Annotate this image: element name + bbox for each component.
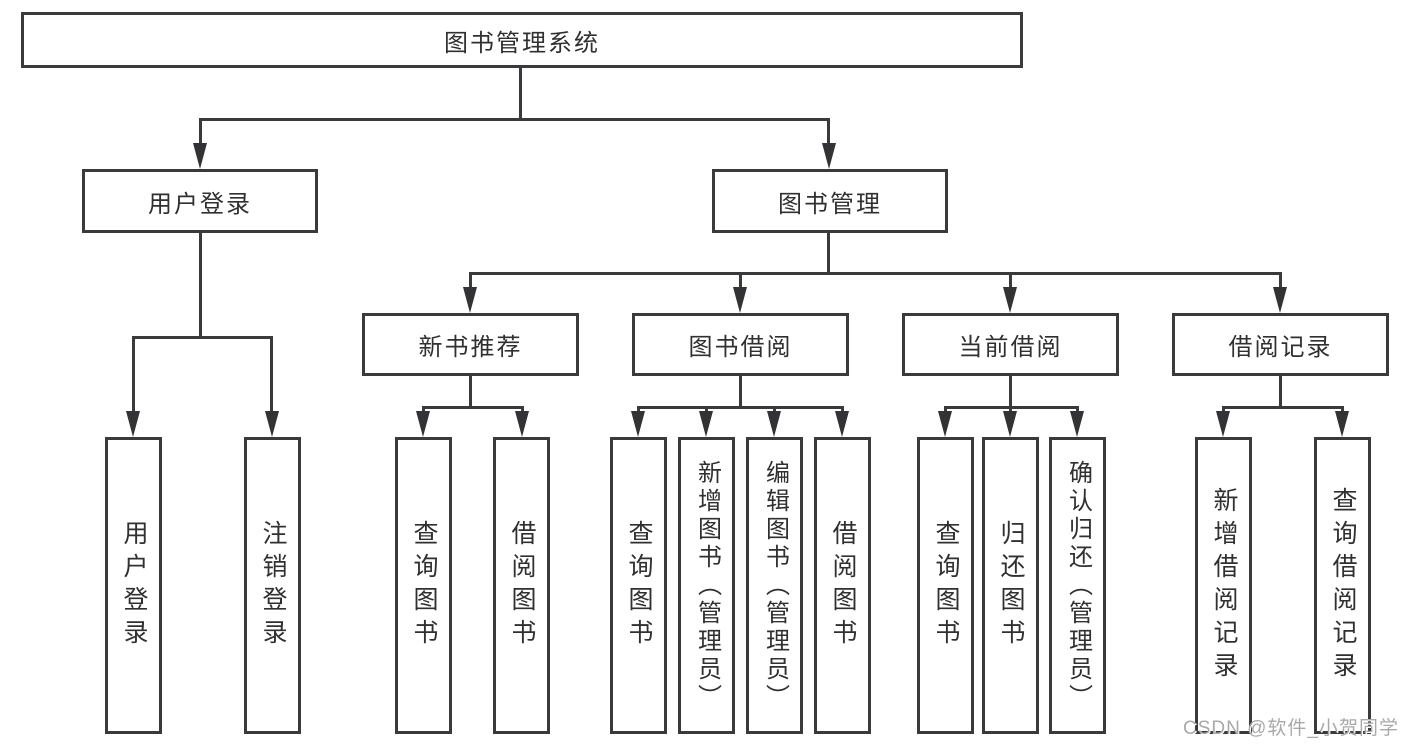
- connector-vline: [739, 376, 742, 406]
- connector-vline: [199, 118, 202, 144]
- node-label: 用户登录: [148, 190, 252, 218]
- arrow-down-icon: [733, 287, 747, 313]
- connector-vline: [270, 336, 273, 411]
- connector-vline: [1341, 406, 1344, 412]
- connector-vline: [1279, 272, 1282, 287]
- arrow-down-icon: [1003, 411, 1017, 437]
- arrow-down-icon: [1216, 411, 1230, 437]
- connector-vline: [944, 406, 947, 412]
- connector-vline: [519, 68, 522, 118]
- arrow-down-icon: [1003, 287, 1017, 313]
- leaf-query-books-borrowing: 查询图书: [610, 437, 667, 734]
- arrow-down-icon: [699, 411, 713, 437]
- leaf-confirm-return-admin: 确认归还（管理员）: [1049, 437, 1106, 734]
- node-label: 图书借阅: [688, 334, 793, 361]
- connector-vline: [1009, 406, 1012, 412]
- node-user-login: 用户登录: [82, 169, 318, 233]
- connector-vline: [1009, 376, 1012, 406]
- leaf-query-books-current: 查询图书: [917, 437, 974, 734]
- arrow-down-icon: [1335, 411, 1349, 437]
- connector-vline: [469, 272, 472, 287]
- leaf-label: 归还图书: [997, 519, 1025, 652]
- connector-vline: [199, 233, 202, 336]
- connector-vline: [1009, 272, 1012, 287]
- node-label: 新书推荐: [418, 334, 523, 361]
- leaf-label: 借阅图书: [508, 519, 536, 652]
- leaf-label: 编辑图书（管理员）: [761, 459, 789, 712]
- connector-hline: [469, 272, 1282, 275]
- connector-vline: [739, 272, 742, 287]
- arrow-down-icon: [193, 143, 207, 169]
- leaf-logout: 注销登录: [244, 437, 301, 734]
- leaf-query-books-recommend: 查询图书: [395, 437, 452, 734]
- connector-vline: [422, 406, 425, 412]
- connector-vline: [1076, 406, 1079, 412]
- leaf-label: 用户登录: [120, 519, 148, 652]
- node-borrowing-records: 借阅记录: [1172, 313, 1389, 376]
- arrow-down-icon: [822, 143, 836, 169]
- arrow-down-icon: [265, 411, 279, 437]
- leaf-label: 确认归还（管理员）: [1064, 459, 1092, 712]
- leaf-borrow-books-recommend: 借阅图书: [493, 437, 550, 734]
- connector-vline: [827, 233, 830, 272]
- arrow-down-icon: [835, 411, 849, 437]
- leaf-return-books: 归还图书: [982, 437, 1039, 734]
- connector-vline: [827, 118, 830, 144]
- connector-vline: [705, 406, 708, 412]
- leaf-add-borrow-record: 新增借阅记录: [1195, 437, 1252, 734]
- arrow-down-icon: [1070, 411, 1084, 437]
- leaf-label: 查询图书: [625, 519, 653, 652]
- leaf-label: 注销登录: [259, 519, 287, 652]
- leaf-label: 查询图书: [410, 519, 438, 652]
- leaf-label: 新增借阅记录: [1210, 486, 1238, 685]
- arrow-down-icon: [767, 411, 781, 437]
- connector-vline: [521, 406, 524, 412]
- connector-vline: [132, 336, 135, 411]
- arrow-down-icon: [631, 411, 645, 437]
- leaf-label: 查询图书: [932, 519, 960, 652]
- connector-vline: [841, 406, 844, 412]
- connector-hline: [1222, 406, 1344, 409]
- connector-hline: [637, 406, 844, 409]
- arrow-down-icon: [938, 411, 952, 437]
- node-label: 当前借阅: [958, 334, 1063, 361]
- leaf-label: 新增图书（管理员）: [693, 459, 721, 712]
- connector-vline: [1222, 406, 1225, 412]
- node-new-book-recommend: 新书推荐: [362, 313, 579, 376]
- leaf-user-login: 用户登录: [105, 437, 162, 734]
- arrow-down-icon: [126, 411, 140, 437]
- leaf-edit-books-admin: 编辑图书（管理员）: [746, 437, 803, 734]
- node-label: 图书管理: [778, 190, 882, 218]
- connector-vline: [773, 406, 776, 412]
- arrow-down-icon: [1273, 287, 1287, 313]
- connector-vline: [469, 376, 472, 406]
- leaf-label: 查询借阅记录: [1329, 486, 1357, 685]
- arrow-down-icon: [515, 411, 529, 437]
- leaf-query-borrow-record: 查询借阅记录: [1314, 437, 1371, 734]
- csdn-watermark: CSDN @软件_小贺同学: [1183, 718, 1399, 739]
- connector-hline: [199, 118, 830, 121]
- node-label: 借阅记录: [1228, 334, 1333, 361]
- leaf-label: 借阅图书: [829, 519, 857, 652]
- connector-hline: [422, 406, 524, 409]
- node-current-borrowing: 当前借阅: [902, 313, 1119, 376]
- leaf-borrow-books-borrowing: 借阅图书: [814, 437, 871, 734]
- connector-vline: [637, 406, 640, 412]
- leaf-add-books-admin: 新增图书（管理员）: [678, 437, 735, 734]
- arrow-down-icon: [416, 411, 430, 437]
- node-book-borrowing: 图书借阅: [632, 313, 849, 376]
- node-library-management-system: 图书管理系统: [21, 12, 1023, 68]
- node-label: 图书管理系统: [444, 29, 600, 57]
- node-book-management: 图书管理: [712, 169, 948, 233]
- connector-hline: [132, 336, 273, 339]
- connector-vline: [1279, 376, 1282, 406]
- arrow-down-icon: [463, 287, 477, 313]
